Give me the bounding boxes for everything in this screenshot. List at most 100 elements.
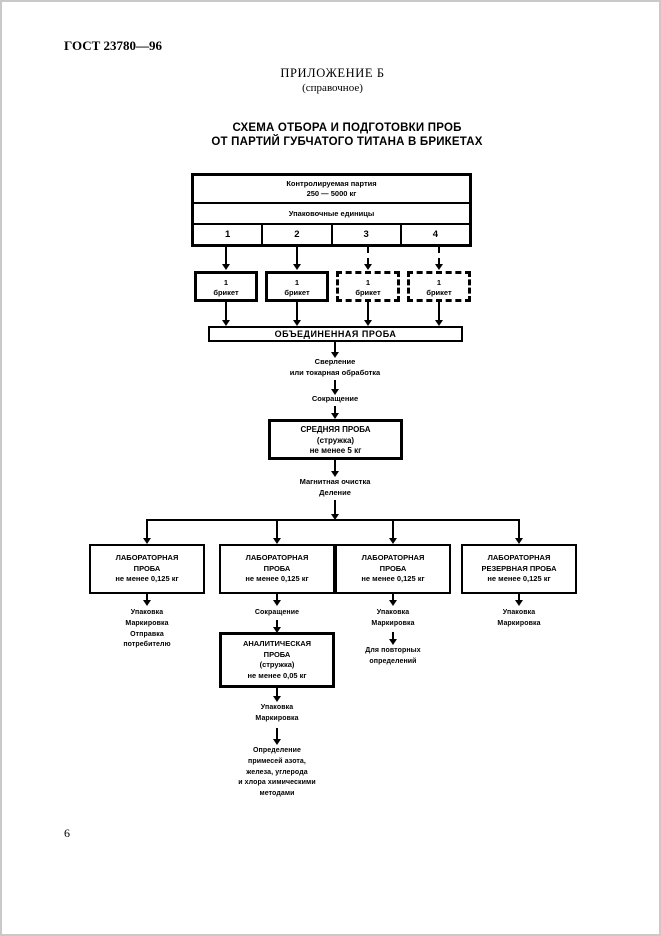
note-marking: Маркировка [255,714,299,722]
analytical-form: (стружка) [259,660,295,669]
note-repeat-line1: Для повторных [365,647,421,654]
step-reduction: Сокращение [311,394,359,403]
lab-sample-box-1: ЛАБОРАТОРНАЯ ПРОБА не менее 0,125 кг [89,544,205,594]
packing-units-label: Упаковочные единицы [194,204,469,225]
arrow-line [146,594,148,600]
note-consumer: потребителю [123,641,171,649]
lot-name: Контролируемая партия 250 — 5000 кг [194,176,469,204]
arrowhead-down-icon [515,600,523,606]
briquette-box-3: 1 брикет [336,271,400,302]
controlled-lot-box: Контролируемая партия 250 — 5000 кг Упак… [191,173,472,247]
lab-box-line2: РЕЗЕРВНАЯ ПРОБА [481,563,557,573]
note-packing: Упаковка [376,609,410,616]
arrow-line [276,688,278,696]
arrow-line [276,620,278,627]
arrowhead-down-icon [143,600,151,606]
branch2-pack-notes: Упаковка Маркировка [217,703,337,725]
lab-box-mass: не менее 0,125 кг [361,574,425,583]
arrowhead-down-icon [435,264,443,270]
note-shipment: Отправка [130,630,164,638]
lab-box-line2: ПРОБА [379,563,407,573]
combined-sample-bar: ОБЪЕДИНЕННАЯ ПРОБА [208,326,463,342]
briquette-box-2: 1 брикет [265,271,329,302]
arrow-line [146,521,148,538]
arrow-line [392,594,394,600]
lab-sample-box-3: ЛАБОРАТОРНАЯ ПРОБА не менее 0,125 кг [335,544,451,594]
diagram-title: СХЕМА ОТБОРА И ПОДГОТОВКИ ПРОБ ОТ ПАРТИЙ… [27,122,659,149]
arrow-line [334,380,336,389]
step-magnetic-line1: Магнитная очистка [299,477,371,486]
arrowhead-down-icon [364,264,372,270]
lab-sample-box-2: ЛАБОРАТОРНАЯ ПРОБА не менее 0,125 кг [219,544,335,594]
lab-box-line1: ЛАБОРАТОРНАЯ [245,553,309,562]
arrowhead-down-icon [273,600,281,606]
arrowhead-down-icon [331,471,339,477]
lab-box-mass: не менее 0,125 кг [115,574,179,583]
briquette-label: брикет [213,287,239,297]
appendix-title: ПРИЛОЖЕНИЕ Б [280,66,385,80]
average-sample-title: СРЕДНЯЯ ПРОБА [300,425,371,434]
arrow-line [392,632,394,639]
arrowhead-down-icon [389,639,397,645]
doc-number: ГОСТ 23780—96 [64,38,163,53]
lab-box-line1: ЛАБОРАТОРНАЯ [361,553,425,562]
note-marking: Маркировка [497,619,541,627]
average-sample-form: (стружка) [316,435,355,445]
lot-mass-range: 250 — 5000 кг [306,189,357,198]
branch3-repeat-notes: Для повторных определений [333,646,453,668]
arrow-line-dashed [438,247,440,264]
lab-box-line2: ПРОБА [133,563,161,573]
unit-cell-2: 2 [261,225,330,244]
arrowhead-down-icon [293,320,301,326]
note-packing: Упаковка [502,609,536,616]
arrow-line [438,302,440,320]
lot-name-line1: Контролируемая партия [286,179,377,188]
briquette-label: брикет [284,287,310,297]
arrow-line-dashed [367,247,369,264]
arrowhead-down-icon [364,320,372,326]
briquette-box-4: 1 брикет [407,271,471,302]
note-packing: Упаковка [260,704,294,711]
step-drilling-line1: Сверление [314,357,356,366]
arrow-line [334,406,336,413]
note-determination: и хлора химическими [238,779,316,787]
appendix-note: (справочное) [302,82,363,94]
arrow-line [334,460,336,471]
note-determination: примесей азота, [248,757,306,765]
arrow-line [296,247,298,264]
diagram-title-line1: СХЕМА ОТБОРА И ПОДГОТОВКИ ПРОБ [232,122,462,134]
briquette-label: брикет [426,287,452,297]
unit-cell-4: 4 [399,225,469,244]
arrowhead-down-icon [273,627,281,633]
arrowhead-down-icon [273,538,281,544]
briquette-count: 1 [294,278,300,287]
note-repeat-line2: определений [369,657,417,665]
briquette-label: брикет [355,287,381,297]
arrowhead-down-icon [222,264,230,270]
briquette-count: 1 [365,278,371,287]
step-drilling: Сверление или токарная обработка [235,357,435,378]
arrowhead-down-icon [273,739,281,745]
arrow-line [276,521,278,538]
arrowhead-down-icon [331,389,339,395]
arrowhead-down-icon [515,538,523,544]
unit-cell-3: 3 [330,225,400,244]
note-marking: Маркировка [125,619,169,627]
arrow-line [334,342,336,352]
analytical-title2: ПРОБА [263,649,291,659]
arrow-line [334,500,336,514]
briquette-count: 1 [436,278,442,287]
note-determination: железа, углерода [246,768,308,776]
arrowhead-down-icon [389,600,397,606]
arrowhead-down-icon [331,413,339,419]
arrow-line [392,521,394,538]
step-magnetic: Магнитная очистка Деление [235,477,435,498]
note-packing: Упаковка [130,609,164,616]
arrowhead-down-icon [143,538,151,544]
arrowhead-down-icon [293,264,301,270]
branch2-reduction-note: Сокращение [254,609,300,616]
lab-box-line1: ЛАБОРАТОРНАЯ [115,553,179,562]
analytical-title: АНАЛИТИЧЕСКАЯ [242,639,312,648]
step-drilling-line2: или токарная обработка [289,367,381,377]
arrow-line [518,521,520,538]
